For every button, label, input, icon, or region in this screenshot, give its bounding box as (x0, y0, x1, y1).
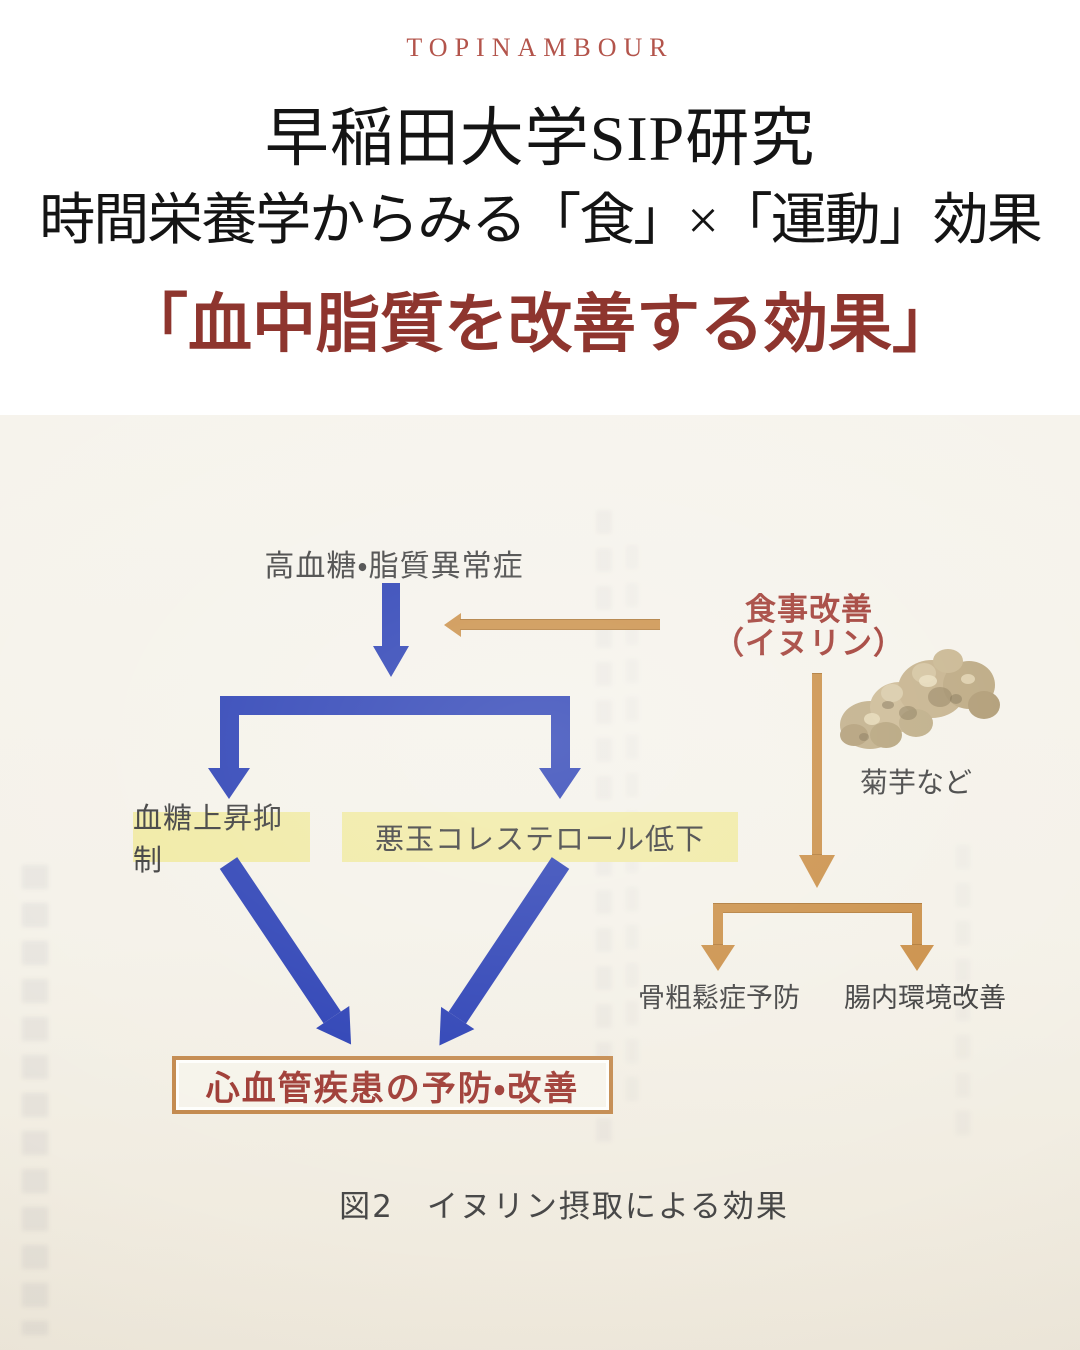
highlight-title: 「血中脂質を改善する効果」 (124, 289, 956, 360)
orange-down-arrowhead-icon (799, 855, 835, 888)
effect-box-cholesterol: 悪玉コレステロール低下 (342, 812, 738, 862)
condition-label: 高血糖・脂質異常症 (264, 549, 524, 584)
blue-down-arrow-icon (382, 583, 400, 646)
orange-left-arrowhead-icon (444, 613, 461, 637)
figure-caption: 図2 イヌリン摂取による効果 (339, 1189, 789, 1225)
blue-branch-right-stem-icon (551, 696, 570, 768)
orange-left-arrow-icon (460, 619, 660, 630)
title-line-2: 時間栄養学からみる「食」×「運動」効果 (39, 190, 1043, 252)
orange-branch-left-stem-icon (713, 903, 723, 945)
blue-branch-left-stem-icon (220, 696, 239, 768)
orange-down-arrow-icon (812, 673, 822, 855)
blue-branch-left-arrowhead-icon (208, 768, 250, 799)
title-line-1: 早稲田大学SIP研究 (264, 103, 816, 174)
intervention-line-2: （イヌリン） (713, 626, 905, 662)
page-bleedthrough (626, 545, 638, 1105)
outcome-box: 心血管疾患の予防・改善 (172, 1056, 613, 1114)
orange-branch-left-arrowhead-icon (701, 945, 735, 971)
blue-down-arrowhead-icon (373, 646, 409, 677)
blue-branch-right-arrowhead-icon (539, 768, 581, 799)
blue-diagonal-arrow-left-icon (219, 857, 368, 1056)
page-bleedthrough (22, 865, 48, 1335)
intervention-line-1: 食事改善 (745, 592, 873, 628)
effect-box-blood-sugar-label: 血糖上昇抑制 (133, 801, 284, 877)
diagram-photo: 高血糖・脂質異常症 食事改善 （イヌリン） (0, 415, 1080, 1350)
orange-branch-right-arrowhead-icon (900, 945, 934, 971)
outcome-box-label: 心血管疾患の予防・改善 (205, 1068, 580, 1109)
page-bleedthrough (956, 845, 970, 1145)
blue-diagonal-arrow-right-icon (422, 857, 570, 1057)
sub-effect-gut: 腸内環境改善 (844, 983, 1006, 1014)
orange-branch-right-stem-icon (912, 903, 922, 945)
brand-label: TOPINAMBOUR (406, 33, 674, 62)
blue-branch-bar-icon (220, 696, 570, 715)
topinambour-tuber-image (840, 649, 1000, 749)
page-bleedthrough (596, 510, 612, 1150)
tuber-caption: 菊芋など (859, 766, 973, 799)
intervention-label: 食事改善 （イヌリン） (713, 593, 905, 661)
effect-box-blood-sugar: 血糖上昇抑制 (133, 801, 310, 877)
orange-branch-bar-icon (713, 903, 922, 913)
effect-box-cholesterol-label: 悪玉コレステロール低下 (374, 822, 705, 856)
header: TOPINAMBOUR 早稲田大学SIP研究 時間栄養学からみる「食」×「運動」… (0, 0, 1080, 415)
sub-effect-osteoporosis: 骨粗鬆症予防 (638, 983, 800, 1014)
